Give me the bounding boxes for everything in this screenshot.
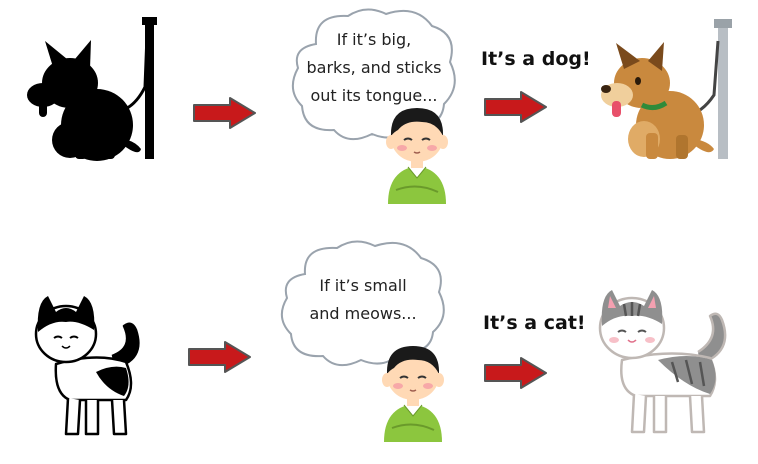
thinking-boy-icon <box>382 346 444 442</box>
thought-line: barks, and sticks <box>306 58 442 77</box>
verdict-label: It’s a dog! <box>481 48 591 70</box>
arrow-right-icon <box>484 91 547 123</box>
thinking-boy-icon <box>386 108 448 204</box>
arrow-right-icon <box>193 97 256 129</box>
bw-cat-icon <box>34 296 140 436</box>
arrow-right-icon <box>484 357 547 389</box>
thought-text: If it’s big, barks, and sticks out its t… <box>295 26 453 110</box>
verdict-label: It’s a cat! <box>483 312 586 334</box>
arrow-right-icon <box>188 341 251 373</box>
thought-line: and meows... <box>309 304 417 323</box>
thought-line: If it’s big, <box>336 30 412 49</box>
tabby-cat-icon <box>598 290 727 434</box>
dog-silhouette-icon <box>27 17 157 161</box>
thought-line: out its tongue... <box>310 86 438 105</box>
thought-line: If it’s small <box>319 276 407 295</box>
dog-icon <box>601 19 732 159</box>
thought-text: If it’s small and meows... <box>284 272 442 328</box>
